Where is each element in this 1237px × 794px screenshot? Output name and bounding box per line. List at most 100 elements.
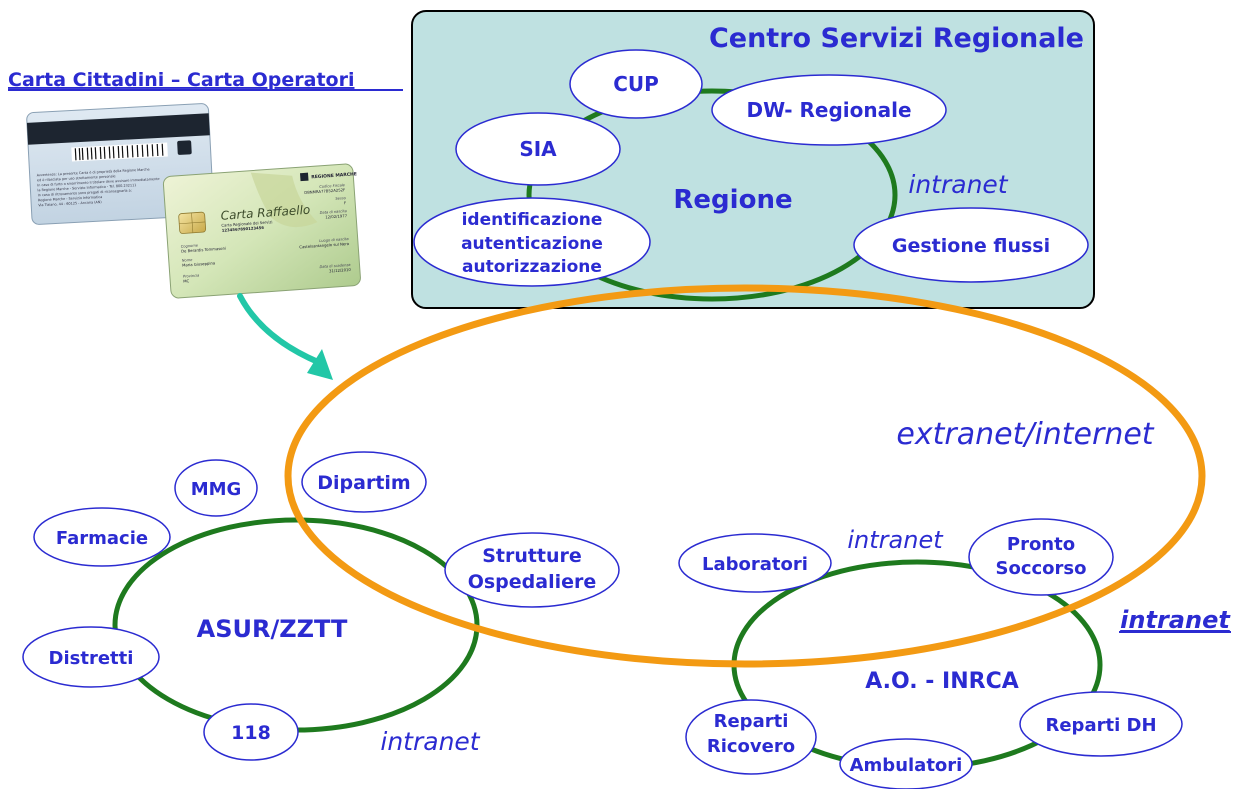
card-front-number: 1234567890123456 bbox=[222, 225, 265, 233]
card-link-label[interactable]: Carta Cittadini – Carta Operatori bbox=[8, 69, 354, 91]
node-farmacie-label: Farmacie bbox=[56, 528, 148, 549]
node-reparti-dh: Reparti DH bbox=[1019, 691, 1183, 757]
node-iaa-label-3: autorizzazione bbox=[462, 257, 602, 277]
node-dipartim-ellipse bbox=[301, 451, 427, 513]
node-118-ellipse bbox=[203, 703, 299, 761]
asur-intranet-label: intranet bbox=[380, 727, 480, 756]
region-panel: Centro Servizi Regionale Regione intrane… bbox=[411, 10, 1095, 309]
node-cup-label: CUP bbox=[613, 72, 659, 96]
node-strutture-ellipse bbox=[444, 532, 620, 608]
node-distretti-ellipse bbox=[22, 626, 160, 688]
node-mmg: MMG bbox=[174, 459, 258, 517]
card-arrow-head bbox=[307, 349, 333, 380]
node-sia: SIA bbox=[455, 112, 621, 186]
node-dw-regionale: DW- Regionale bbox=[711, 74, 947, 146]
card-province-value: MC bbox=[183, 278, 190, 283]
node-mmg-ellipse bbox=[174, 459, 258, 517]
node-flussi-label: Gestione flussi bbox=[892, 235, 1050, 257]
card-section: Carta Cittadini – Carta Operatori Avvert… bbox=[8, 69, 403, 380]
card-birth-label: Data di nascita bbox=[320, 209, 347, 215]
region-center-label: Regione bbox=[673, 185, 792, 215]
card-expiry-label: Data di scadenza bbox=[319, 263, 350, 269]
node-118-label: 118 bbox=[231, 722, 271, 744]
node-strutture-label-1: Strutture bbox=[482, 545, 582, 567]
node-cup: CUP bbox=[569, 49, 703, 119]
region-intranet-label: intranet bbox=[908, 170, 1008, 199]
node-farmacie: Farmacie bbox=[33, 507, 171, 567]
card-magnetic-stripe bbox=[26, 113, 210, 145]
card-front: REGIONE MARCHE Carta Raffaello Carta Reg… bbox=[162, 163, 361, 299]
card-back-text-5: In caso di ritrovamento sono pregati di … bbox=[38, 188, 132, 197]
card-name-label: Nome bbox=[182, 258, 194, 263]
node-dw-label: DW- Regionale bbox=[746, 98, 911, 122]
node-ricovero-label-1: Reparti bbox=[714, 711, 789, 732]
node-cup-ellipse bbox=[569, 49, 703, 119]
node-strutture-ospedaliere: Strutture Ospedaliere bbox=[444, 532, 620, 608]
card-back-text-7: Via Tiziano, 44 - 60125 - Ancona (AN) bbox=[38, 200, 102, 207]
node-laboratori: Laboratori bbox=[678, 533, 832, 593]
card-province-label: Provincia bbox=[183, 273, 200, 278]
node-sia-label: SIA bbox=[519, 137, 557, 161]
node-reparti-ricovero: Reparti Ricovero bbox=[685, 699, 817, 775]
card-front-subtitle: Carta Regionale dei Servizi bbox=[221, 219, 272, 228]
node-ambulatori: Ambulatori bbox=[839, 738, 973, 790]
node-ambulatori-label: Ambulatori bbox=[850, 755, 963, 776]
node-pronto-label-2: Soccorso bbox=[996, 558, 1087, 579]
node-ricovero-label-2: Ricovero bbox=[707, 736, 795, 757]
card-back-text-3: In caso di furto o smarrimento il titola… bbox=[37, 177, 160, 187]
node-iaa-label-1: identificazione bbox=[462, 210, 603, 230]
card-fiscal-value: DBNMRA77B52A252F bbox=[304, 187, 345, 195]
node-gestione-flussi: Gestione flussi bbox=[853, 207, 1089, 283]
card-region-logo bbox=[299, 172, 309, 182]
node-pronto-ellipse bbox=[968, 518, 1114, 596]
node-strutture-label-2: Ospedaliere bbox=[468, 571, 597, 593]
card-place-value: Castelsantangelo sul Nera bbox=[299, 241, 349, 249]
node-distretti-label: Distretti bbox=[49, 648, 134, 669]
node-dh-label: Reparti DH bbox=[1045, 715, 1156, 736]
card-back-text-6: Regione Marche - Servizio Informatica bbox=[38, 195, 102, 202]
card-expiry-value: 31/12/2010 bbox=[329, 267, 352, 274]
card-region-label: REGIONE MARCHE bbox=[311, 171, 357, 180]
region-intranet-ring bbox=[526, 88, 898, 302]
node-laboratori-ellipse bbox=[678, 533, 832, 593]
card-place-label: Luogo di nascita bbox=[319, 237, 349, 243]
node-pronto-label-1: Pronto bbox=[1007, 534, 1075, 555]
node-sia-ellipse bbox=[455, 112, 621, 186]
node-iaa-ellipse bbox=[413, 197, 651, 287]
card-portrait-illustration bbox=[250, 172, 318, 228]
inrca-intranet-label: intranet bbox=[847, 526, 944, 554]
node-dipartim-label: Dipartim bbox=[317, 472, 410, 494]
region-panel-title: Centro Servizi Regionale bbox=[709, 23, 1084, 54]
node-pronto-soccorso: Pronto Soccorso bbox=[968, 518, 1114, 596]
card-fiscal-label: Codice Fiscale bbox=[319, 183, 346, 189]
node-ricovero-ellipse bbox=[685, 699, 817, 775]
card-name-value: Maria Giuseppina bbox=[182, 260, 215, 267]
node-dw-ellipse bbox=[711, 74, 947, 146]
extranet-label: extranet/internet bbox=[896, 417, 1154, 452]
card-sex-value: F bbox=[344, 200, 347, 205]
asur-network: ASUR/ZZTT intranet MMG Dipartim Farmacie… bbox=[22, 451, 620, 761]
extranet-ring bbox=[284, 284, 1206, 668]
node-identificazione: identificazione autenticazione autorizza… bbox=[413, 197, 651, 287]
node-dh-ellipse bbox=[1019, 691, 1183, 757]
card-surname-label: Cognome bbox=[181, 243, 199, 248]
inrca-center-label: A.O. - INRCA bbox=[865, 669, 1019, 694]
card-sex-label: Sesso bbox=[335, 196, 346, 201]
node-iaa-label-2: autenticazione bbox=[461, 234, 603, 254]
card-birth-value: 12/02/1977 bbox=[325, 213, 348, 220]
card-front-title: Carta Raffaello bbox=[220, 203, 310, 223]
node-distretti: Distretti bbox=[22, 626, 160, 688]
asur-center-label: ASUR/ZZTT bbox=[197, 615, 348, 643]
inrca-side-intranet-label: intranet bbox=[1120, 606, 1231, 634]
node-laboratori-label: Laboratori bbox=[702, 554, 808, 575]
card-surname-value: De Berardis Tommasoni bbox=[181, 246, 226, 254]
node-118: 118 bbox=[203, 703, 299, 761]
node-flussi-ellipse bbox=[853, 207, 1089, 283]
node-dipartim: Dipartim bbox=[301, 451, 427, 513]
inrca-network: A.O. - INRCA intranet intranet Laborator… bbox=[678, 518, 1231, 790]
node-farmacie-ellipse bbox=[33, 507, 171, 567]
card-arrow bbox=[237, 293, 321, 365]
card-front-body bbox=[162, 163, 361, 299]
